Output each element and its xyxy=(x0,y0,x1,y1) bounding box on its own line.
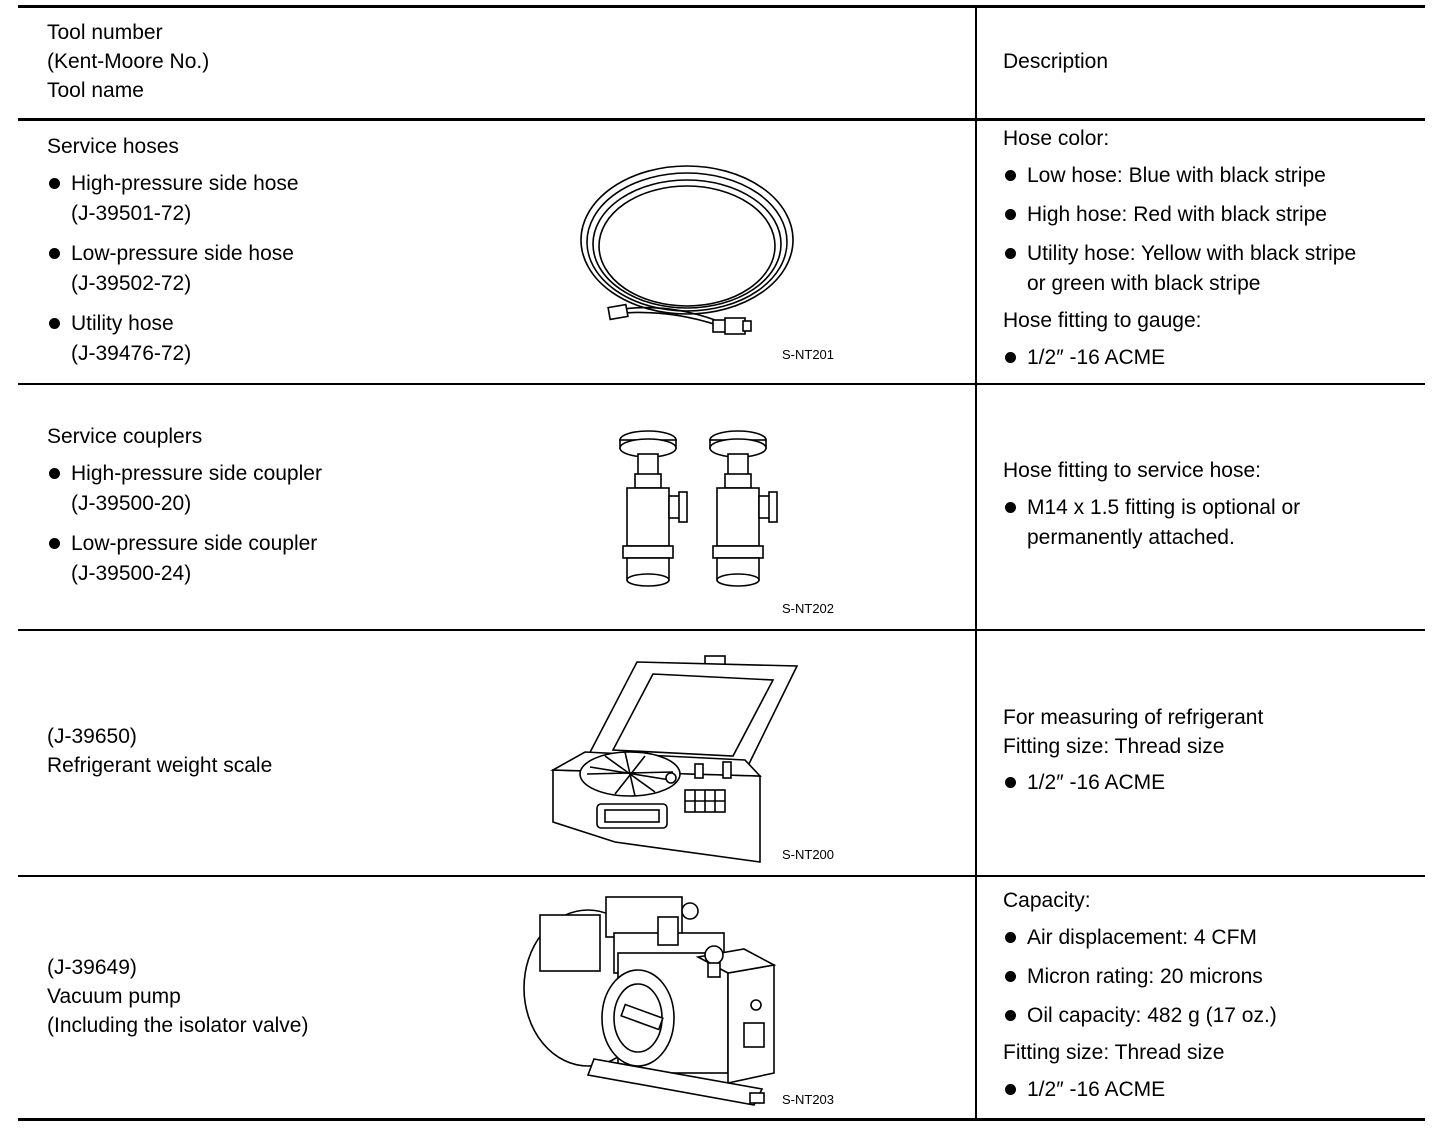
figure-code: S-NT202 xyxy=(782,601,835,616)
figure-code: S-NT200 xyxy=(782,847,835,862)
column-divider xyxy=(975,7,977,1121)
table-bottom-rule xyxy=(18,1118,1425,1121)
row-divider xyxy=(18,383,1425,385)
tool-name: Service hoses xyxy=(47,135,179,158)
refrigerant-scale-illustration xyxy=(550,655,799,863)
tool-number: (J-39476-72) xyxy=(71,342,192,365)
row-divider xyxy=(18,875,1425,877)
bullet-icon xyxy=(1005,932,1016,943)
desc-heading: Hose fitting to gauge: xyxy=(1003,309,1202,332)
list-item: 1/2″ -16 ACME xyxy=(1003,343,1356,373)
bullet-icon xyxy=(1005,352,1016,363)
bullet-icon xyxy=(1005,248,1016,259)
tool-number: (J-39500-24) xyxy=(71,562,192,585)
list-item: Low-pressure side hose(J-39502-72) xyxy=(47,239,299,299)
desc-heading: Hose color: xyxy=(1003,127,1110,150)
tool-number: (J-39650) xyxy=(47,725,137,748)
header-tool-number: Tool number xyxy=(47,21,163,44)
bullet-icon xyxy=(49,468,60,479)
header-bottom-rule xyxy=(18,118,1425,121)
list-item: 1/2″ -16 ACME xyxy=(1003,1075,1277,1105)
bullet-icon xyxy=(1005,502,1016,513)
header-description: Description xyxy=(1003,50,1109,73)
bullet-icon xyxy=(49,538,60,549)
desc-heading: Hose fitting to service hose: xyxy=(1003,459,1261,482)
list-item: Micron rating: 20 microns xyxy=(1003,962,1277,992)
list-item: Low-pressure side coupler(J-39500-24) xyxy=(47,529,322,589)
bullet-icon xyxy=(1005,170,1016,181)
tool-name: Vacuum pump xyxy=(47,985,181,1008)
list-item: Utility hose(J-39476-72) xyxy=(47,309,299,369)
vacuum-pump-illustration xyxy=(523,896,777,1106)
list-item: High-pressure side coupler(J-39500-20) xyxy=(47,459,322,519)
desc-heading: Fitting size: Thread size xyxy=(1003,1041,1225,1064)
bullet-icon xyxy=(1005,209,1016,220)
list-item: Low hose: Blue with black stripe xyxy=(1003,161,1356,191)
bullet-icon xyxy=(1005,971,1016,982)
tool-number: (J-39501-72) xyxy=(71,202,192,225)
tool-name: Service couplers xyxy=(47,425,203,448)
table-top-rule xyxy=(18,5,1425,8)
row-service-couplers-description: Hose fitting to service hose: M14 x 1.5 … xyxy=(1003,456,1300,553)
tool-note: (Including the isolator valve) xyxy=(47,1014,309,1037)
desc-heading: Capacity: xyxy=(1003,889,1091,912)
bullet-icon xyxy=(49,178,60,189)
bullet-icon xyxy=(1005,777,1016,788)
desc-line: Fitting size: Thread size xyxy=(1003,735,1225,758)
list-item: 1/2″ -16 ACME xyxy=(1003,768,1263,797)
list-item: High hose: Red with black stripe xyxy=(1003,200,1356,230)
bullet-icon xyxy=(49,248,60,259)
figure-code: S-NT203 xyxy=(782,1092,835,1107)
desc-line: For measuring of refrigerant xyxy=(1003,706,1264,729)
tool-number: (J-39649) xyxy=(47,956,137,979)
tool-number: (J-39502-72) xyxy=(71,272,192,295)
list-item: High-pressure side hose(J-39501-72) xyxy=(47,169,299,229)
tool-name: Refrigerant weight scale xyxy=(47,754,273,777)
row-refrigerant-scale-description: For measuring of refrigerant Fitting siz… xyxy=(1003,703,1263,797)
header-kent-moore: (Kent-Moore No.) xyxy=(47,50,210,73)
row-vacuum-pump-description: Capacity: Air displacement: 4 CFM Micron… xyxy=(1003,886,1277,1105)
figure-code: S-NT201 xyxy=(782,347,835,362)
bullet-icon xyxy=(49,318,60,329)
service-couplers-illustration xyxy=(619,430,778,587)
row-service-couplers-tools: Service couplers High-pressure side coup… xyxy=(47,422,322,589)
row-service-hoses-description: Hose color: Low hose: Blue with black st… xyxy=(1003,124,1356,373)
list-item: Air displacement: 4 CFM xyxy=(1003,923,1277,953)
service-hoses-illustration xyxy=(580,165,794,335)
tool-number: (J-39500-20) xyxy=(71,492,192,515)
row-divider xyxy=(18,629,1425,631)
header-tool-column: Tool number (Kent-Moore No.) Tool name xyxy=(47,18,209,105)
bullet-icon xyxy=(1005,1010,1016,1021)
header-tool-name: Tool name xyxy=(47,79,144,102)
row-vacuum-pump-tools: (J-39649) Vacuum pump (Including the iso… xyxy=(47,953,308,1040)
row-service-hoses-tools: Service hoses High-pressure side hose(J-… xyxy=(47,132,299,369)
row-refrigerant-scale-tools: (J-39650) Refrigerant weight scale xyxy=(47,722,272,780)
bullet-icon xyxy=(1005,1084,1016,1095)
list-item: Oil capacity: 482 g (17 oz.) xyxy=(1003,1001,1277,1031)
